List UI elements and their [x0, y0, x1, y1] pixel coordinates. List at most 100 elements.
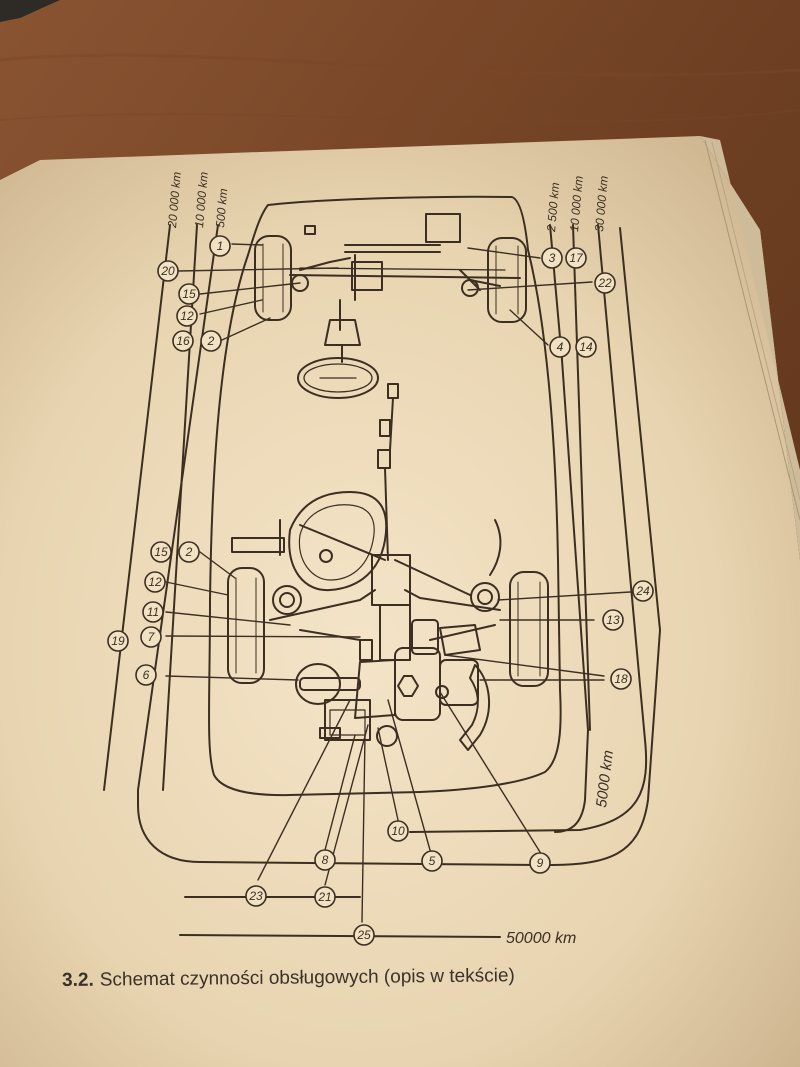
callouts: 1 20 15 12 16 2 3 17 22 4 14 15 2 12 11 …	[107, 235, 654, 946]
callout-10-label: 10	[391, 824, 405, 838]
callout-13: 13	[602, 609, 624, 631]
car-body-outline	[208, 195, 562, 797]
rear-right-hub	[470, 582, 500, 612]
front-left-wheel	[254, 235, 292, 321]
label-10000-right: 10 000 km	[567, 175, 586, 232]
small-cap	[304, 225, 316, 235]
leader-lines	[165, 243, 631, 923]
callout-25: 25	[353, 924, 375, 946]
callout-20-label: 20	[160, 264, 175, 278]
callout-14-label: 14	[579, 340, 593, 354]
front-right-wheel	[487, 237, 527, 323]
fluid-reservoir	[425, 213, 461, 243]
callout-2-top: 2	[200, 330, 222, 352]
callout-14: 14	[575, 336, 597, 358]
rear-left-hub	[272, 585, 302, 615]
callout-15-top-label: 15	[182, 287, 196, 301]
fuel-filler	[231, 537, 285, 553]
label-500: 500 km	[213, 188, 230, 228]
label-50000: 50000 km	[506, 930, 576, 947]
callout-19: 19	[107, 630, 129, 652]
interval-line-500	[137, 224, 219, 806]
callout-3: 3	[541, 247, 563, 269]
callout-15-bottom-label: 15	[154, 545, 168, 559]
rear-right-wheel	[509, 571, 549, 687]
callout-6: 6	[135, 664, 157, 686]
callout-24: 24	[632, 580, 654, 602]
interval-line-10000-right	[572, 224, 591, 731]
figure-caption-text: Schemat czynności obsługowych (opis w te…	[99, 965, 515, 991]
oil-filter	[295, 663, 341, 705]
callout-23-label: 23	[248, 889, 263, 903]
callout-7: 7	[140, 626, 162, 648]
callout-2-bottom-label: 2	[185, 545, 193, 559]
callout-15-bottom: 15	[150, 541, 172, 563]
front-axle	[289, 274, 521, 279]
callout-2-bottom: 2	[178, 541, 200, 563]
book-page	[0, 136, 800, 1067]
label-30000: 30 000 km	[592, 175, 611, 232]
callout-1: 1	[209, 235, 231, 257]
callout-22: 22	[594, 272, 616, 294]
callout-6-label: 6	[143, 668, 150, 682]
drain-plug	[397, 675, 419, 697]
callout-13-label: 13	[606, 613, 620, 627]
callout-21-label: 21	[317, 890, 331, 904]
callout-11-label: 11	[147, 605, 159, 619]
figure-number: 3.2.	[62, 969, 94, 991]
callout-23: 23	[245, 885, 267, 907]
callout-25-label: 25	[356, 928, 371, 942]
callout-21: 21	[314, 886, 336, 908]
callout-7-label: 7	[148, 630, 156, 644]
interval-line-20000-left	[103, 224, 171, 791]
steering-column-joint	[324, 319, 361, 346]
interval-line-30000	[409, 224, 648, 833]
bottom-rail-50000	[179, 934, 501, 938]
label-2500: 2 500 km	[544, 182, 562, 233]
callout-24-label: 24	[635, 584, 650, 598]
callout-12-bottom-label: 12	[148, 575, 162, 589]
air-filter	[439, 624, 481, 656]
page-edges	[700, 136, 800, 560]
right-hub	[461, 279, 479, 297]
exhaust-pipe	[459, 664, 491, 751]
callout-12-top: 12	[176, 305, 198, 327]
callout-2-top-label: 2	[207, 334, 215, 348]
steering-wheel	[297, 357, 379, 399]
interval-labels: 20 000 km 10 000 km 500 km 2 500 km 10 0…	[165, 171, 617, 947]
callout-4-label: 4	[557, 340, 564, 354]
callout-3-label: 3	[549, 251, 556, 265]
steering-box	[351, 261, 383, 291]
callout-1-label: 1	[217, 239, 224, 253]
callout-8: 8	[314, 849, 336, 871]
rear-left-wheel	[227, 567, 265, 684]
label-5000: 5000 km	[593, 749, 617, 808]
callout-16-label: 16	[176, 334, 190, 348]
page-corner-shadow	[0, 0, 60, 22]
callout-5: 5	[421, 850, 443, 872]
callout-4: 4	[549, 336, 571, 358]
callout-12-bottom: 12	[144, 571, 166, 593]
starter	[324, 699, 371, 741]
callout-8-label: 8	[322, 853, 329, 867]
callout-17-label: 17	[569, 251, 584, 265]
pulley	[376, 725, 398, 747]
callout-19-label: 19	[111, 634, 125, 648]
callout-22-label: 22	[597, 276, 612, 290]
left-hub	[291, 274, 309, 292]
callout-15-top: 15	[178, 283, 200, 305]
callout-20: 20	[157, 260, 179, 282]
callout-10: 10	[387, 820, 409, 842]
label-20000-left: 20 000 km	[165, 171, 184, 229]
callout-5-label: 5	[429, 854, 436, 868]
callout-9-label: 9	[537, 856, 544, 870]
callout-18: 18	[610, 668, 632, 690]
callout-18-label: 18	[614, 672, 628, 686]
callout-12-top-label: 12	[180, 309, 194, 323]
callout-9: 9	[529, 852, 551, 874]
label-10000-left: 10 000 km	[192, 171, 211, 228]
callout-11: 11	[142, 601, 164, 623]
callout-16: 16	[172, 330, 194, 352]
fuel-tank	[288, 491, 388, 592]
